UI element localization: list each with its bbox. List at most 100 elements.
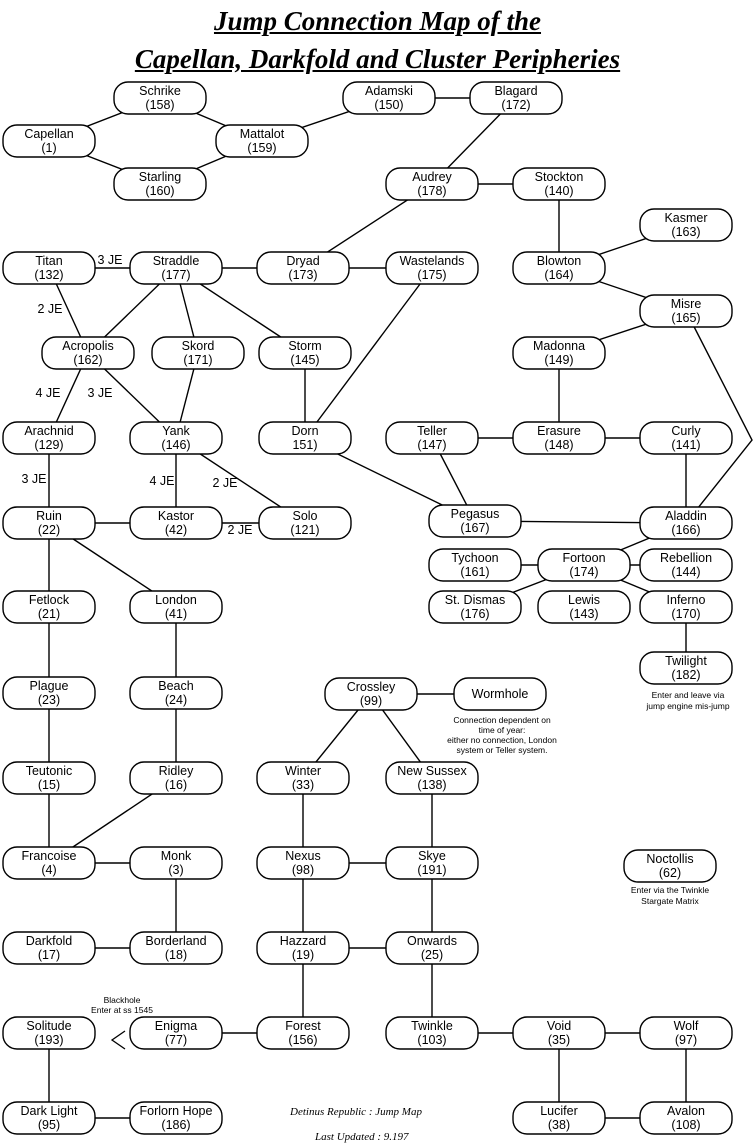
system-number-pegasus: (167)	[460, 521, 489, 535]
footer-line-2: Last Updated : 9.197	[315, 1131, 409, 1143]
system-number-fetlock: (21)	[38, 607, 60, 621]
system-node-box-solo	[258, 506, 352, 540]
system-node-blagard: Blagard(172)	[469, 81, 563, 115]
noctollis-note-line-2: Stargate Matrix	[641, 896, 699, 906]
system-node-audrey: Audrey(178)	[385, 167, 479, 201]
footer-line-1: Detinus Republic : Jump Map	[290, 1106, 422, 1118]
system-number-titan: (132)	[34, 268, 63, 282]
system-name-wormhole: Wormhole	[472, 687, 529, 701]
system-node-void: Void(35)	[512, 1016, 606, 1050]
system-node-box-schrike	[113, 81, 207, 115]
system-node-adamski: Adamski(150)	[342, 81, 436, 115]
system-node-box-francoise	[2, 846, 96, 880]
system-number-francoise: (4)	[41, 863, 56, 877]
system-name-darklight: Dark Light	[21, 1104, 78, 1118]
system-node-box-tychoon	[428, 548, 522, 582]
system-name-misre: Misre	[671, 297, 702, 311]
system-node-box-plague	[2, 676, 96, 710]
system-node-teller: Teller(147)	[385, 421, 479, 455]
system-node-box-void	[512, 1016, 606, 1050]
system-number-dorn: 151)	[292, 438, 317, 452]
system-name-teutonic: Teutonic	[26, 764, 73, 778]
page-title-line-2: Capellan, Darkfold and Cluster Peripheri…	[134, 44, 621, 74]
page-title-line-1: Jump Connection Map of the	[213, 6, 542, 36]
system-number-darkfold: (17)	[38, 948, 60, 962]
system-name-curly: Curly	[671, 424, 701, 438]
system-node-box-arachnid	[2, 421, 96, 455]
system-node-box-mattalot	[215, 124, 309, 158]
system-name-london: London	[155, 593, 197, 607]
system-number-teutonic: (15)	[38, 778, 60, 792]
system-number-avalon: (108)	[671, 1118, 700, 1132]
system-name-mattalot: Mattalot	[240, 127, 285, 141]
system-name-blowton: Blowton	[537, 254, 582, 268]
system-node-box-wastelands	[385, 251, 479, 285]
system-number-starling: (160)	[145, 184, 174, 198]
system-number-crossley: (99)	[360, 694, 382, 708]
system-number-monk: (3)	[168, 863, 183, 877]
system-number-tychoon: (161)	[460, 565, 489, 579]
system-name-darkfold: Darkfold	[26, 934, 73, 948]
system-number-kasmer: (163)	[671, 225, 700, 239]
system-node-box-stockton	[512, 167, 606, 201]
system-name-forest: Forest	[285, 1019, 321, 1033]
system-node-box-solitude	[2, 1016, 96, 1050]
system-node-box-aladdin	[639, 506, 733, 540]
system-name-schrike: Schrike	[139, 84, 181, 98]
system-name-lucifer: Lucifer	[540, 1104, 578, 1118]
system-number-acropolis: (162)	[73, 353, 102, 367]
edge-label-acropolis-yank: 3 JE	[87, 386, 112, 400]
system-name-ruin: Ruin	[36, 509, 62, 523]
system-node-box-crossley	[324, 677, 418, 711]
system-name-skye: Skye	[418, 849, 446, 863]
system-name-enigma: Enigma	[155, 1019, 197, 1033]
system-name-wastelands: Wastelands	[400, 254, 465, 268]
system-name-capellan: Capellan	[24, 127, 73, 141]
edge-misre-aladdin	[685, 310, 753, 524]
system-name-monk: Monk	[161, 849, 192, 863]
system-node-straddle: Straddle(177)	[129, 251, 223, 285]
system-name-yank: Yank	[162, 424, 190, 438]
system-node-box-audrey	[385, 167, 479, 201]
system-node-twilight: Twilight(182)	[639, 651, 733, 685]
edge-label-titan-straddle: 3 JE	[97, 253, 122, 267]
system-number-kastor: (42)	[165, 523, 187, 537]
system-node-box-forest	[256, 1016, 350, 1050]
system-name-wolf: Wolf	[674, 1019, 699, 1033]
system-number-erasure: (148)	[544, 438, 573, 452]
system-node-box-capellan	[2, 124, 96, 158]
system-name-solo: Solo	[292, 509, 317, 523]
system-name-hazzard: Hazzard	[280, 934, 327, 948]
system-node-francoise: Francoise(4)	[2, 846, 96, 880]
system-node-lewis: Lewis(143)	[537, 590, 631, 624]
system-node-stdismas: St. Dismas(176)	[428, 590, 522, 624]
system-name-winter: Winter	[285, 764, 321, 778]
system-number-solitude: (193)	[34, 1033, 63, 1047]
system-node-box-starling	[113, 167, 207, 201]
system-number-rebellion: (144)	[671, 565, 700, 579]
system-node-box-london	[129, 590, 223, 624]
system-node-box-teller	[385, 421, 479, 455]
system-name-kasmer: Kasmer	[664, 211, 707, 225]
system-node-acropolis: Acropolis(162)	[41, 336, 135, 370]
system-node-forest: Forest(156)	[256, 1016, 350, 1050]
twilight-note-line-1: Enter and leave via	[652, 690, 725, 700]
system-number-schrike: (158)	[145, 98, 174, 112]
system-node-box-stdismas	[428, 590, 522, 624]
system-node-box-kasmer	[639, 208, 733, 242]
system-name-titan: Titan	[35, 254, 62, 268]
system-number-inferno: (170)	[671, 607, 700, 621]
system-node-box-adamski	[342, 81, 436, 115]
system-node-nexus: Nexus(98)	[256, 846, 350, 880]
system-node-curly: Curly(141)	[639, 421, 733, 455]
system-number-teller: (147)	[417, 438, 446, 452]
system-number-ruin: (22)	[38, 523, 60, 537]
system-number-void: (35)	[548, 1033, 570, 1047]
system-node-capellan: Capellan(1)	[2, 124, 96, 158]
system-name-kastor: Kastor	[158, 509, 194, 523]
system-name-onwards: Onwards	[407, 934, 457, 948]
system-name-storm: Storm	[288, 339, 321, 353]
system-name-arachnid: Arachnid	[24, 424, 73, 438]
system-node-onwards: Onwards(25)	[385, 931, 479, 965]
wormhole-note-line-2: time of year:	[479, 725, 526, 735]
